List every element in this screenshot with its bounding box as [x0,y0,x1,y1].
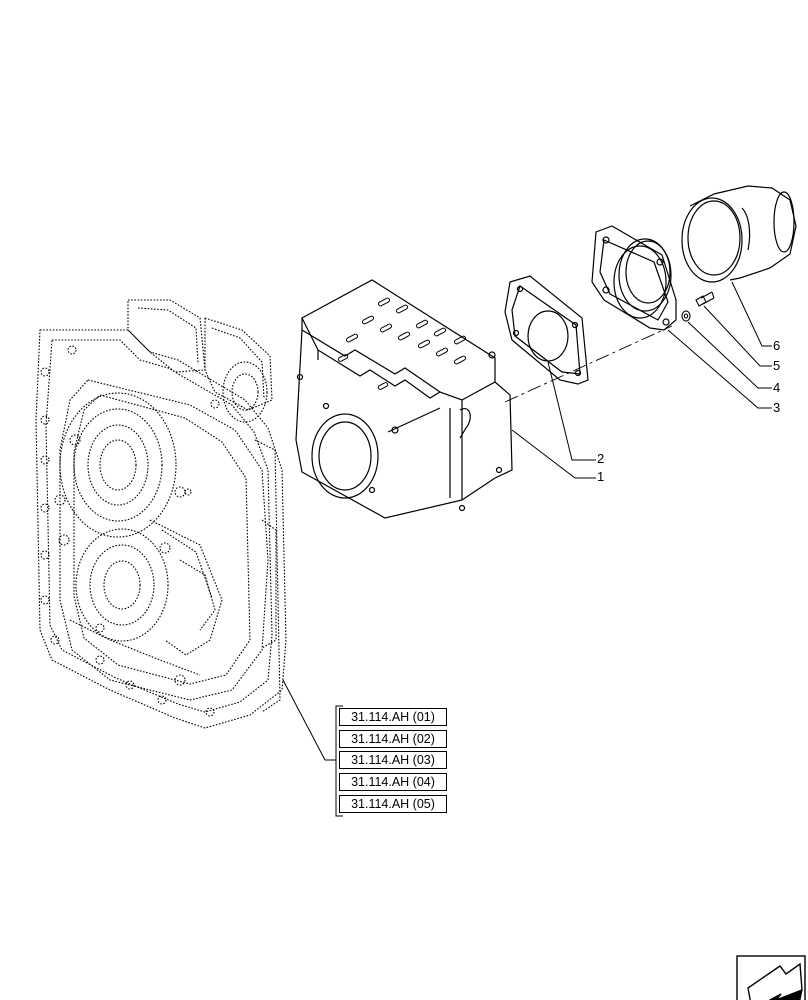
part-6-bellows [681,185,797,283]
part-4-washer [681,310,691,322]
part-2-gasket [504,275,589,385]
callout-4: 4 [773,380,781,395]
leader-lines [282,281,772,817]
reference-link-01[interactable]: 31.114.AH (01) [339,708,447,726]
assembly-centerline [504,325,673,403]
transmission-housing [35,299,287,729]
callout-6: 6 [773,338,781,353]
reference-link-05[interactable]: 31.114.AH (05) [339,795,447,813]
callout-1: 1 [597,469,605,484]
callout-3: 3 [773,400,781,415]
callout-2: 2 [597,451,605,466]
reference-link-02[interactable]: 31.114.AH (02) [339,730,447,748]
reference-link-03[interactable]: 31.114.AH (03) [339,751,447,769]
part-3-flange [591,225,677,331]
next-page-arrow-icon[interactable] [736,955,806,1000]
reference-link-04[interactable]: 31.114.AH (04) [339,773,447,791]
part-1-cover [295,279,513,519]
callout-5: 5 [773,358,781,373]
part-5-bolt [695,291,715,307]
